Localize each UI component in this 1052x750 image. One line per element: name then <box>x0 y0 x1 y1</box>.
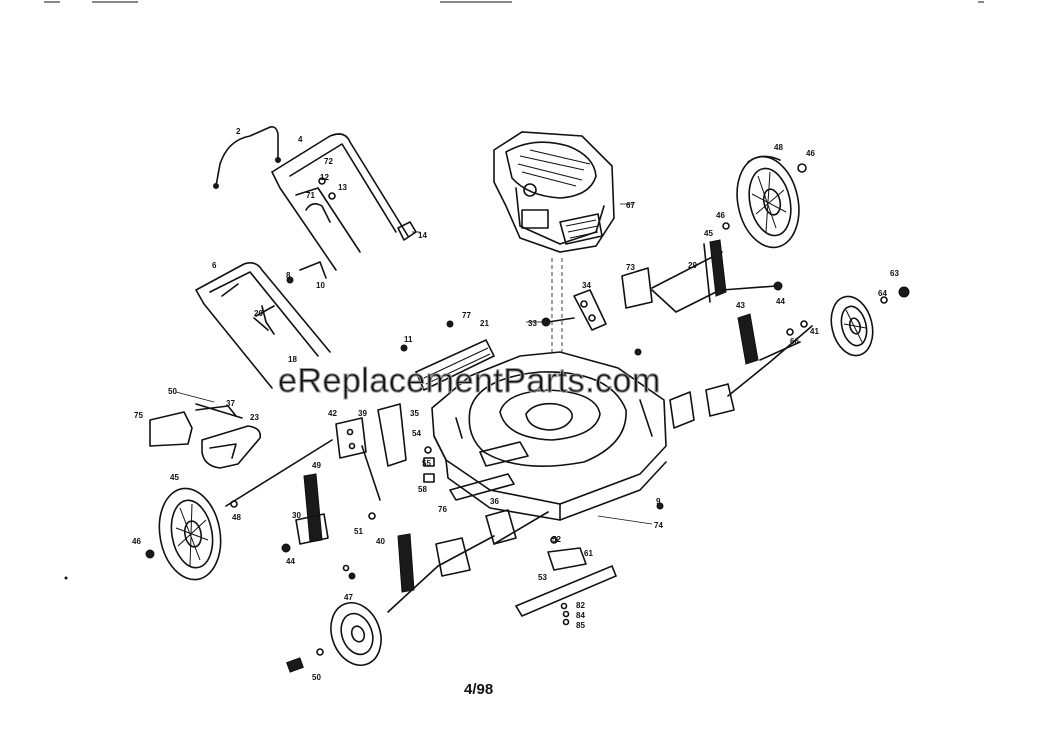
callout-49: 49 <box>312 461 321 470</box>
callout-21: 21 <box>480 319 489 328</box>
callout-35: 35 <box>410 409 419 418</box>
callout-33: 33 <box>528 319 537 328</box>
callout-44b: 44 <box>286 557 295 566</box>
callout-6: 6 <box>212 261 217 270</box>
height-adjuster-left <box>342 509 549 613</box>
callout-74: 74 <box>654 521 663 530</box>
callout-63: 63 <box>890 269 899 278</box>
callout-73: 73 <box>626 263 635 272</box>
callout-84: 84 <box>576 611 585 620</box>
callout-8: 8 <box>286 271 291 280</box>
callout-76: 76 <box>438 505 447 514</box>
front-wheel-right <box>830 286 910 357</box>
callout-50b: 50 <box>312 673 321 682</box>
engine-mount-bracket <box>541 289 607 331</box>
callout-54: 54 <box>412 429 421 438</box>
callout-40: 40 <box>376 537 385 546</box>
callout-51: 51 <box>354 527 363 536</box>
scan-artifacts <box>44 1 984 580</box>
callout-37: 37 <box>226 399 235 408</box>
callout-75: 75 <box>134 411 143 420</box>
callout-48b: 48 <box>232 513 241 522</box>
rear-wheel-left <box>145 439 333 581</box>
rear-axle-bracket-top <box>621 222 783 313</box>
callout-30: 30 <box>292 511 301 520</box>
callout-67: 67 <box>626 201 635 210</box>
callout-29: 29 <box>688 261 697 270</box>
callout-46a: 46 <box>806 149 815 158</box>
callout-61: 61 <box>584 549 593 558</box>
callout-77: 77 <box>462 311 471 320</box>
callout-72: 72 <box>324 157 333 166</box>
engine <box>493 131 615 253</box>
grass-chute <box>149 403 262 469</box>
callout-2: 2 <box>236 127 241 136</box>
callout-12: 12 <box>320 173 329 182</box>
callout-13: 13 <box>338 183 347 192</box>
callout-46c: 46 <box>132 537 141 546</box>
fasteners <box>195 261 664 520</box>
callout-52: 52 <box>552 535 561 544</box>
height-adjuster-right <box>669 313 813 429</box>
callout-36: 36 <box>490 497 499 506</box>
callout-58: 58 <box>418 485 427 494</box>
date-code: 4/98 <box>464 681 493 698</box>
callout-85: 85 <box>576 621 585 630</box>
callout-34: 34 <box>582 281 591 290</box>
callout-18: 18 <box>288 355 297 364</box>
deflector <box>414 338 496 392</box>
handle-bracket <box>213 126 281 189</box>
callout-66: 66 <box>790 337 799 346</box>
callout-55: 55 <box>422 459 431 468</box>
callout-20: 20 <box>254 309 263 318</box>
callout-43: 43 <box>736 301 745 310</box>
callout-64: 64 <box>878 289 887 298</box>
callout-46b: 46 <box>716 211 725 220</box>
callout-23: 23 <box>250 413 259 422</box>
upper-handle <box>271 133 417 271</box>
callout-labels: 2 4 72 12 71 13 14 10 8 20 6 18 67 46 48… <box>132 127 899 682</box>
callout-44a: 44 <box>776 297 785 306</box>
callout-42: 42 <box>328 409 337 418</box>
lower-handle <box>195 262 331 389</box>
callout-47: 47 <box>344 593 353 602</box>
leader-lines <box>175 203 653 525</box>
blade <box>514 536 618 626</box>
callout-71: 71 <box>306 191 315 200</box>
callout-39: 39 <box>358 409 367 418</box>
callout-14: 14 <box>418 231 427 240</box>
callout-82: 82 <box>576 601 585 610</box>
callout-50a: 50 <box>168 387 177 396</box>
callout-45b: 45 <box>170 473 179 482</box>
callout-45a: 45 <box>704 229 713 238</box>
front-wheel-left <box>286 602 382 673</box>
callout-11: 11 <box>404 335 413 344</box>
mower-deck <box>431 351 667 521</box>
watermark: eReplacementParts.com <box>278 362 661 400</box>
callout-41: 41 <box>810 327 819 336</box>
rear-door <box>449 441 529 501</box>
callout-4: 4 <box>298 135 303 144</box>
callout-48a: 48 <box>774 143 783 152</box>
callout-10: 10 <box>316 281 325 290</box>
callout-9: 9 <box>656 497 661 506</box>
rear-axle-bracket-left <box>281 403 407 553</box>
rear-wheel-top <box>736 155 807 249</box>
callout-53: 53 <box>538 573 547 582</box>
